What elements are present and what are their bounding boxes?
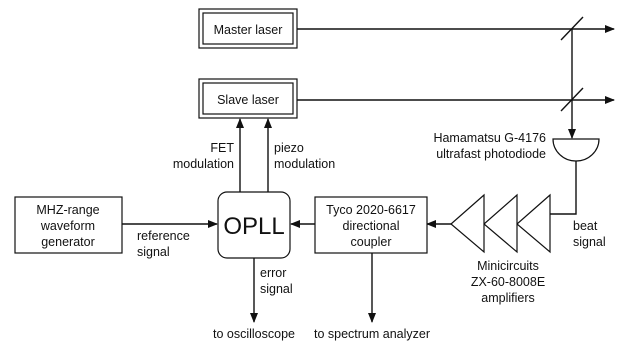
- fet-label: FET: [210, 141, 234, 155]
- slave-laser-box: Slave laser: [198, 78, 298, 119]
- master-laser-box: Master laser: [198, 8, 298, 49]
- fet-modulation-label: modulation: [173, 157, 234, 171]
- generator-label-line3: generator: [41, 235, 95, 249]
- reference-label: reference: [137, 229, 190, 243]
- coupler-label-line3: coupler: [351, 235, 392, 249]
- to-spectrum-analyzer-label: to spectrum analyzer: [314, 327, 430, 341]
- directional-coupler-box: Tyco 2020-6617 directional coupler: [314, 196, 428, 254]
- beat-label: beat: [573, 219, 598, 233]
- to-oscilloscope-label: to oscilloscope: [213, 327, 295, 341]
- slave-laser-label: Slave laser: [217, 93, 279, 107]
- coupler-label-line1: Tyco 2020-6617: [326, 203, 416, 217]
- beam-splitter-1: [560, 16, 584, 41]
- coupler-label-line2: directional: [343, 219, 400, 233]
- opll-box: OPLL: [217, 191, 291, 259]
- amplifier-triangle-3: [450, 193, 485, 254]
- reference-signal-label: signal: [137, 245, 170, 259]
- opll-label: OPLL: [223, 213, 284, 240]
- amplifiers-label-line3: amplifiers: [481, 291, 535, 305]
- amplifier-triangle-2: [483, 193, 518, 254]
- photodiode-label-line2: ultrafast photodiode: [436, 147, 546, 161]
- photodiode-label-line1: Hamamatsu G-4176: [433, 131, 546, 145]
- amplifiers-label-line2: ZX-60-8008E: [471, 275, 545, 289]
- master-laser-label: Master laser: [214, 23, 283, 37]
- amplifier-triangle-1: [516, 193, 551, 254]
- signal-label: signal: [573, 235, 606, 249]
- piezo-label: piezo: [274, 141, 304, 155]
- amplifiers-label-line1: Minicircuits: [477, 259, 539, 273]
- generator-label-line1: MHZ-range: [36, 203, 99, 217]
- waveform-generator-box: MHZ-range waveform generator: [14, 196, 123, 254]
- photodiode-symbol: [552, 138, 600, 162]
- error-signal-label: signal: [260, 282, 293, 296]
- generator-label-line2: waveform: [40, 219, 95, 233]
- beat-signal-line: [550, 161, 577, 215]
- error-label: error: [260, 266, 286, 280]
- piezo-modulation-label: modulation: [274, 157, 335, 171]
